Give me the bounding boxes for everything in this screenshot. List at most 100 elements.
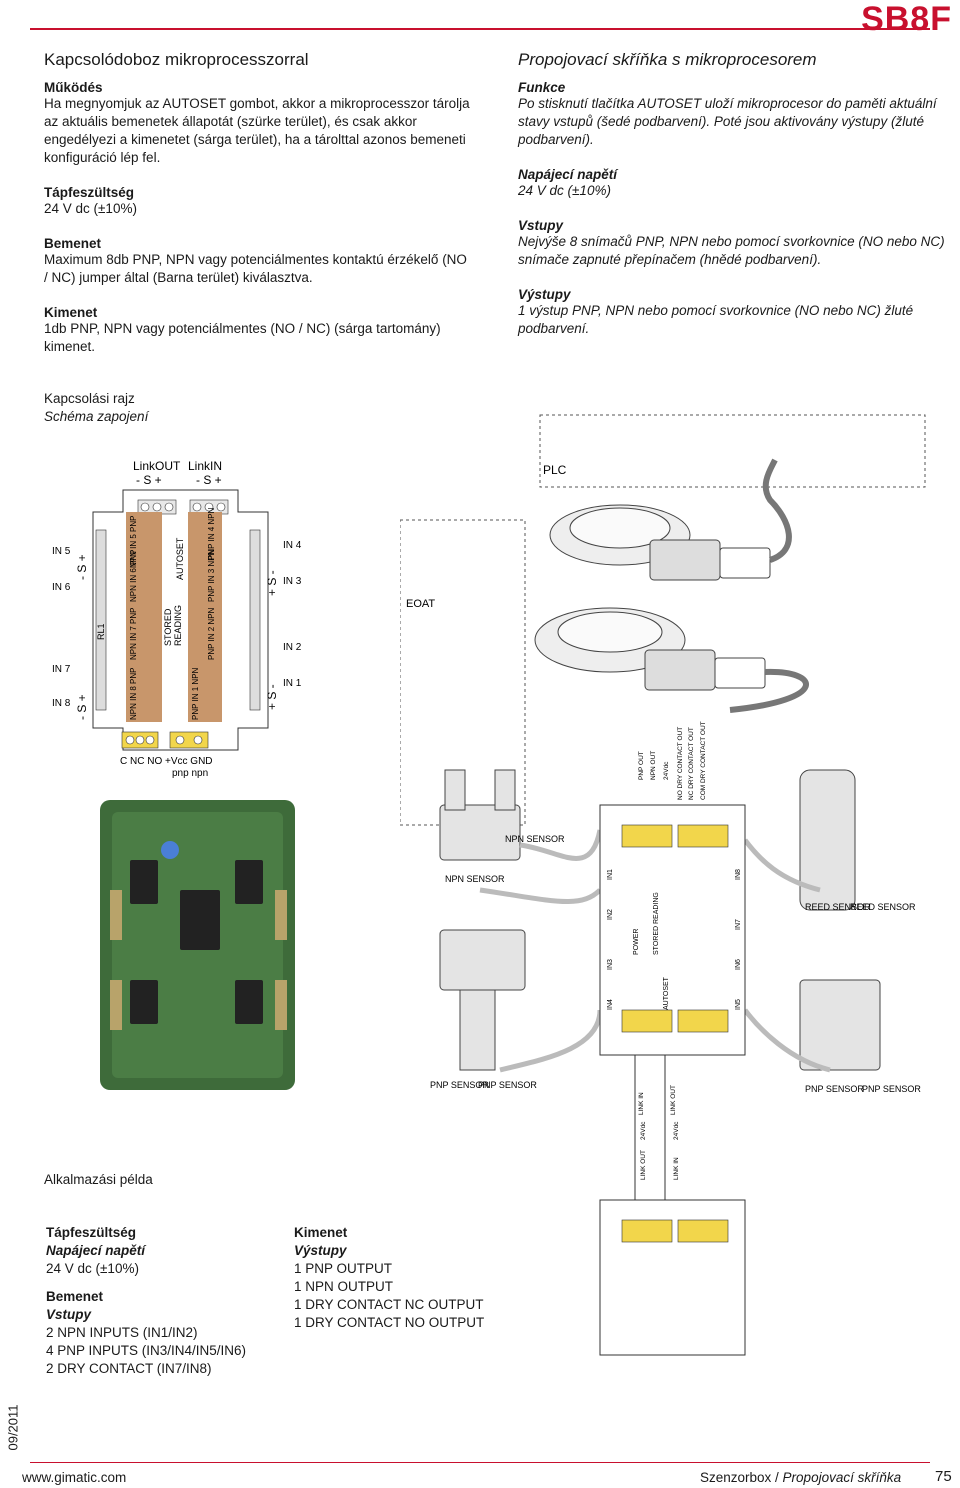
cz-function-title: Funkce <box>518 80 566 95</box>
reading-label: READING <box>173 605 183 646</box>
example-supply-hu: Tápfeszültség <box>46 1225 137 1240</box>
example-input-1: 2 NPN INPUTS (IN1/IN2) <box>46 1325 198 1340</box>
link-in-label: LinkIN <box>188 459 222 473</box>
example-input-3: 2 DRY CONTACT (IN7/IN8) <box>46 1361 212 1376</box>
example-output-hu: Kimenet <box>294 1225 348 1240</box>
eoat-label: EOAT <box>406 598 435 610</box>
rotary-unit-lower <box>534 607 766 691</box>
link-in-terminal <box>189 499 229 515</box>
gripper-top-left <box>439 769 521 861</box>
svg-text:IN7: IN7 <box>735 919 742 930</box>
relay-label: RL1 <box>96 623 106 640</box>
rotary-unit-upper <box>549 504 771 581</box>
footer-rule <box>30 1462 930 1463</box>
hu-supply-title: Tápfeszültség <box>44 185 135 200</box>
page-header: SB8F <box>0 0 960 38</box>
example-output-4: 1 DRY CONTACT NO OUTPUT <box>294 1315 485 1330</box>
jumper-in2: PNP IN 2 NPN <box>207 607 216 660</box>
application-illustration: PLC EOAT PNP OUT NPN OUT 24Vdc NO DRY CO… <box>400 414 926 1356</box>
example-output-cz: Výstupy <box>294 1243 347 1258</box>
hu-function-text: Ha megnyomjuk az AUTOSET gombot, akkor a… <box>44 96 470 165</box>
gripper-bottom-right <box>799 979 881 1071</box>
svg-text:COM DRY CONTACT OUT: COM DRY CONTACT OUT <box>700 721 707 800</box>
hu-input-text: Maximum 8db PNP, NPN vagy potenciálmente… <box>44 252 467 285</box>
example-supply-value: 24 V dc (±10%) <box>46 1261 139 1276</box>
in8-label: IN 8 <box>52 698 71 709</box>
jumper-in8: NPN IN 8 PNP <box>129 668 138 720</box>
svg-text:LINK IN: LINK IN <box>673 1157 680 1180</box>
svg-text:IN3: IN3 <box>607 959 614 970</box>
npn-pnp-jumper-area-left <box>126 512 162 722</box>
left-terms-upper: - S + <box>75 554 89 580</box>
footer-url[interactable]: www.gimatic.com <box>22 1470 127 1485</box>
left-terminal-strip <box>95 529 107 711</box>
jumper-in4: PNP IN 4 NPN <box>207 507 216 560</box>
svg-text:24Vdc: 24Vdc <box>640 1121 647 1140</box>
svg-text:24Vdc: 24Vdc <box>673 1121 680 1140</box>
cz-output-title: Výstupy <box>518 287 571 302</box>
link-cable-labels: LINK IN LINK OUT 24Vdc 24Vdc LINK OUT LI… <box>638 1085 680 1180</box>
link-out-terminal <box>137 499 177 515</box>
jumper-in6: NPN IN 6 PNP <box>129 550 138 602</box>
in1-label: IN 1 <box>283 678 302 689</box>
cz-output-text: 1 výstup PNP, NPN nebo pomocí svorkovnic… <box>518 303 914 336</box>
in5-label: IN 5 <box>52 546 71 557</box>
footer-title-hu: Szenzorbox / <box>700 1470 783 1485</box>
hu-input-title: Bemenet <box>44 236 102 251</box>
example-output-1: 1 PNP OUTPUT <box>294 1261 393 1276</box>
header-rule <box>30 28 930 30</box>
page-number: 75 <box>935 1468 952 1485</box>
hungarian-column: Kapcsolódoboz mikroprocesszorral Működés… <box>44 50 474 356</box>
link-out-terms: - S + <box>136 473 162 487</box>
svg-text:IN6: IN6 <box>735 959 742 970</box>
hu-output-text: 1db PNP, NPN vagy potenciálmentes (NO / … <box>44 321 441 354</box>
example-specs-left: Tápfeszültség Napájecí napětí 24 V dc (±… <box>46 1224 246 1378</box>
caption-cz: Schéma zapojení <box>44 409 149 424</box>
svg-text:24Vdc: 24Vdc <box>663 761 670 780</box>
npn-sensor-label-2: NPN SENSOR <box>445 874 505 884</box>
example-output-3: 1 DRY CONTACT NC OUTPUT <box>294 1297 484 1312</box>
link-out-label: LinkOUT <box>133 459 181 473</box>
cz-input-title: Vstupy <box>518 218 564 233</box>
czech-column: Propojovací skříňka s mikroprocesorem Fu… <box>518 50 948 338</box>
gripper-top-right <box>799 769 856 911</box>
stored-label: STORED <box>163 608 173 646</box>
gripper-middle-left <box>439 929 526 1071</box>
hu-supply-text: 24 V dc (±10%) <box>44 201 137 216</box>
in3-label: IN 3 <box>283 576 302 587</box>
example-input-cz: Vstupy <box>46 1307 92 1322</box>
svg-text:IN5: IN5 <box>735 999 742 1010</box>
right-terms-lower: + S - <box>265 684 279 710</box>
right-terms-upper: + S - <box>265 570 279 596</box>
in6-label: IN 6 <box>52 582 71 593</box>
left-terms-lower: - S + <box>75 694 89 720</box>
svg-text:LINK IN: LINK IN <box>638 1092 645 1115</box>
diagram-caption: Kapcsolási rajz Schéma zapojení <box>44 390 148 426</box>
svg-text:NO DRY CONTACT OUT: NO DRY CONTACT OUT <box>677 727 684 800</box>
svg-text:POWER: POWER <box>633 929 640 955</box>
hu-function-title: Működés <box>44 80 103 95</box>
example-input-hu: Bemenet <box>46 1289 104 1304</box>
link-in-terms: - S + <box>196 473 222 487</box>
npn-pnp-jumper-area-right <box>188 512 222 722</box>
footer-title-cz: Propojovací skříňka <box>782 1470 902 1485</box>
cz-supply-title: Napájecí napětí <box>518 167 618 182</box>
svg-text:AUTOSET: AUTOSET <box>663 976 670 1010</box>
footer-title: Szenzorbox / Propojovací skříňka <box>700 1470 901 1485</box>
svg-text:LINK OUT: LINK OUT <box>670 1085 677 1115</box>
junction-box-bottom <box>599 1199 746 1356</box>
output-sub-label: pnp npn <box>172 768 208 779</box>
pnp-sensor-label-4: PNP SENSOR <box>862 1084 921 1094</box>
cz-function-text: Po stisknutí tlačítka AUTOSET uloží mikr… <box>518 96 937 147</box>
svg-text:IN4: IN4 <box>607 999 614 1010</box>
in7-label: IN 7 <box>52 664 71 675</box>
pnp-sensor-label-2: PNP SENSOR <box>478 1080 537 1090</box>
cable-upper <box>762 458 792 563</box>
svg-text:PNP OUT: PNP OUT <box>638 751 645 780</box>
brand-code: SB8F <box>861 0 952 38</box>
pnp-sensor-label-1: PNP SENSOR <box>430 1080 489 1090</box>
plc-label: PLC <box>543 463 567 477</box>
reed-sensor-label-2: REED SENSOR <box>850 902 916 912</box>
example-input-2: 4 PNP INPUTS (IN3/IN4/IN5/IN6) <box>46 1343 247 1358</box>
hu-title: Kapcsolódoboz mikroprocesszorral <box>44 50 309 69</box>
